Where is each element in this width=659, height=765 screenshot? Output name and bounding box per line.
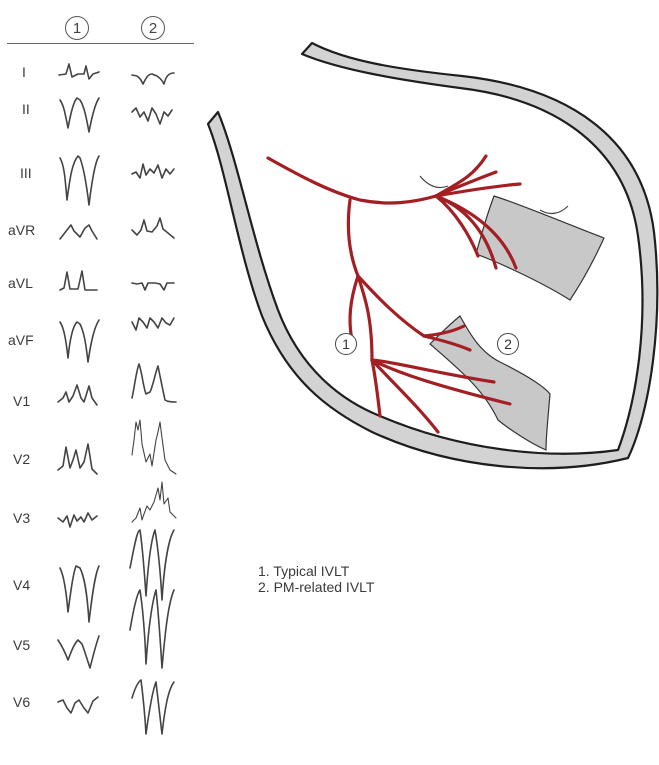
legend: 1. Typical IVLT 2. PM-related IVLT (258, 563, 374, 595)
legend-item-pm-related: 2. PM-related IVLT (258, 579, 374, 595)
papillary-muscle-lower (430, 316, 550, 450)
papillary-muscle-upper (476, 196, 604, 300)
zone-label-pm-related: 2 (497, 333, 519, 355)
zone-label-typical: 1 (335, 333, 357, 355)
chordae-arc-right (540, 206, 568, 213)
chordae-arc-left (420, 176, 448, 188)
legend-item-typical: 1. Typical IVLT (258, 563, 374, 579)
